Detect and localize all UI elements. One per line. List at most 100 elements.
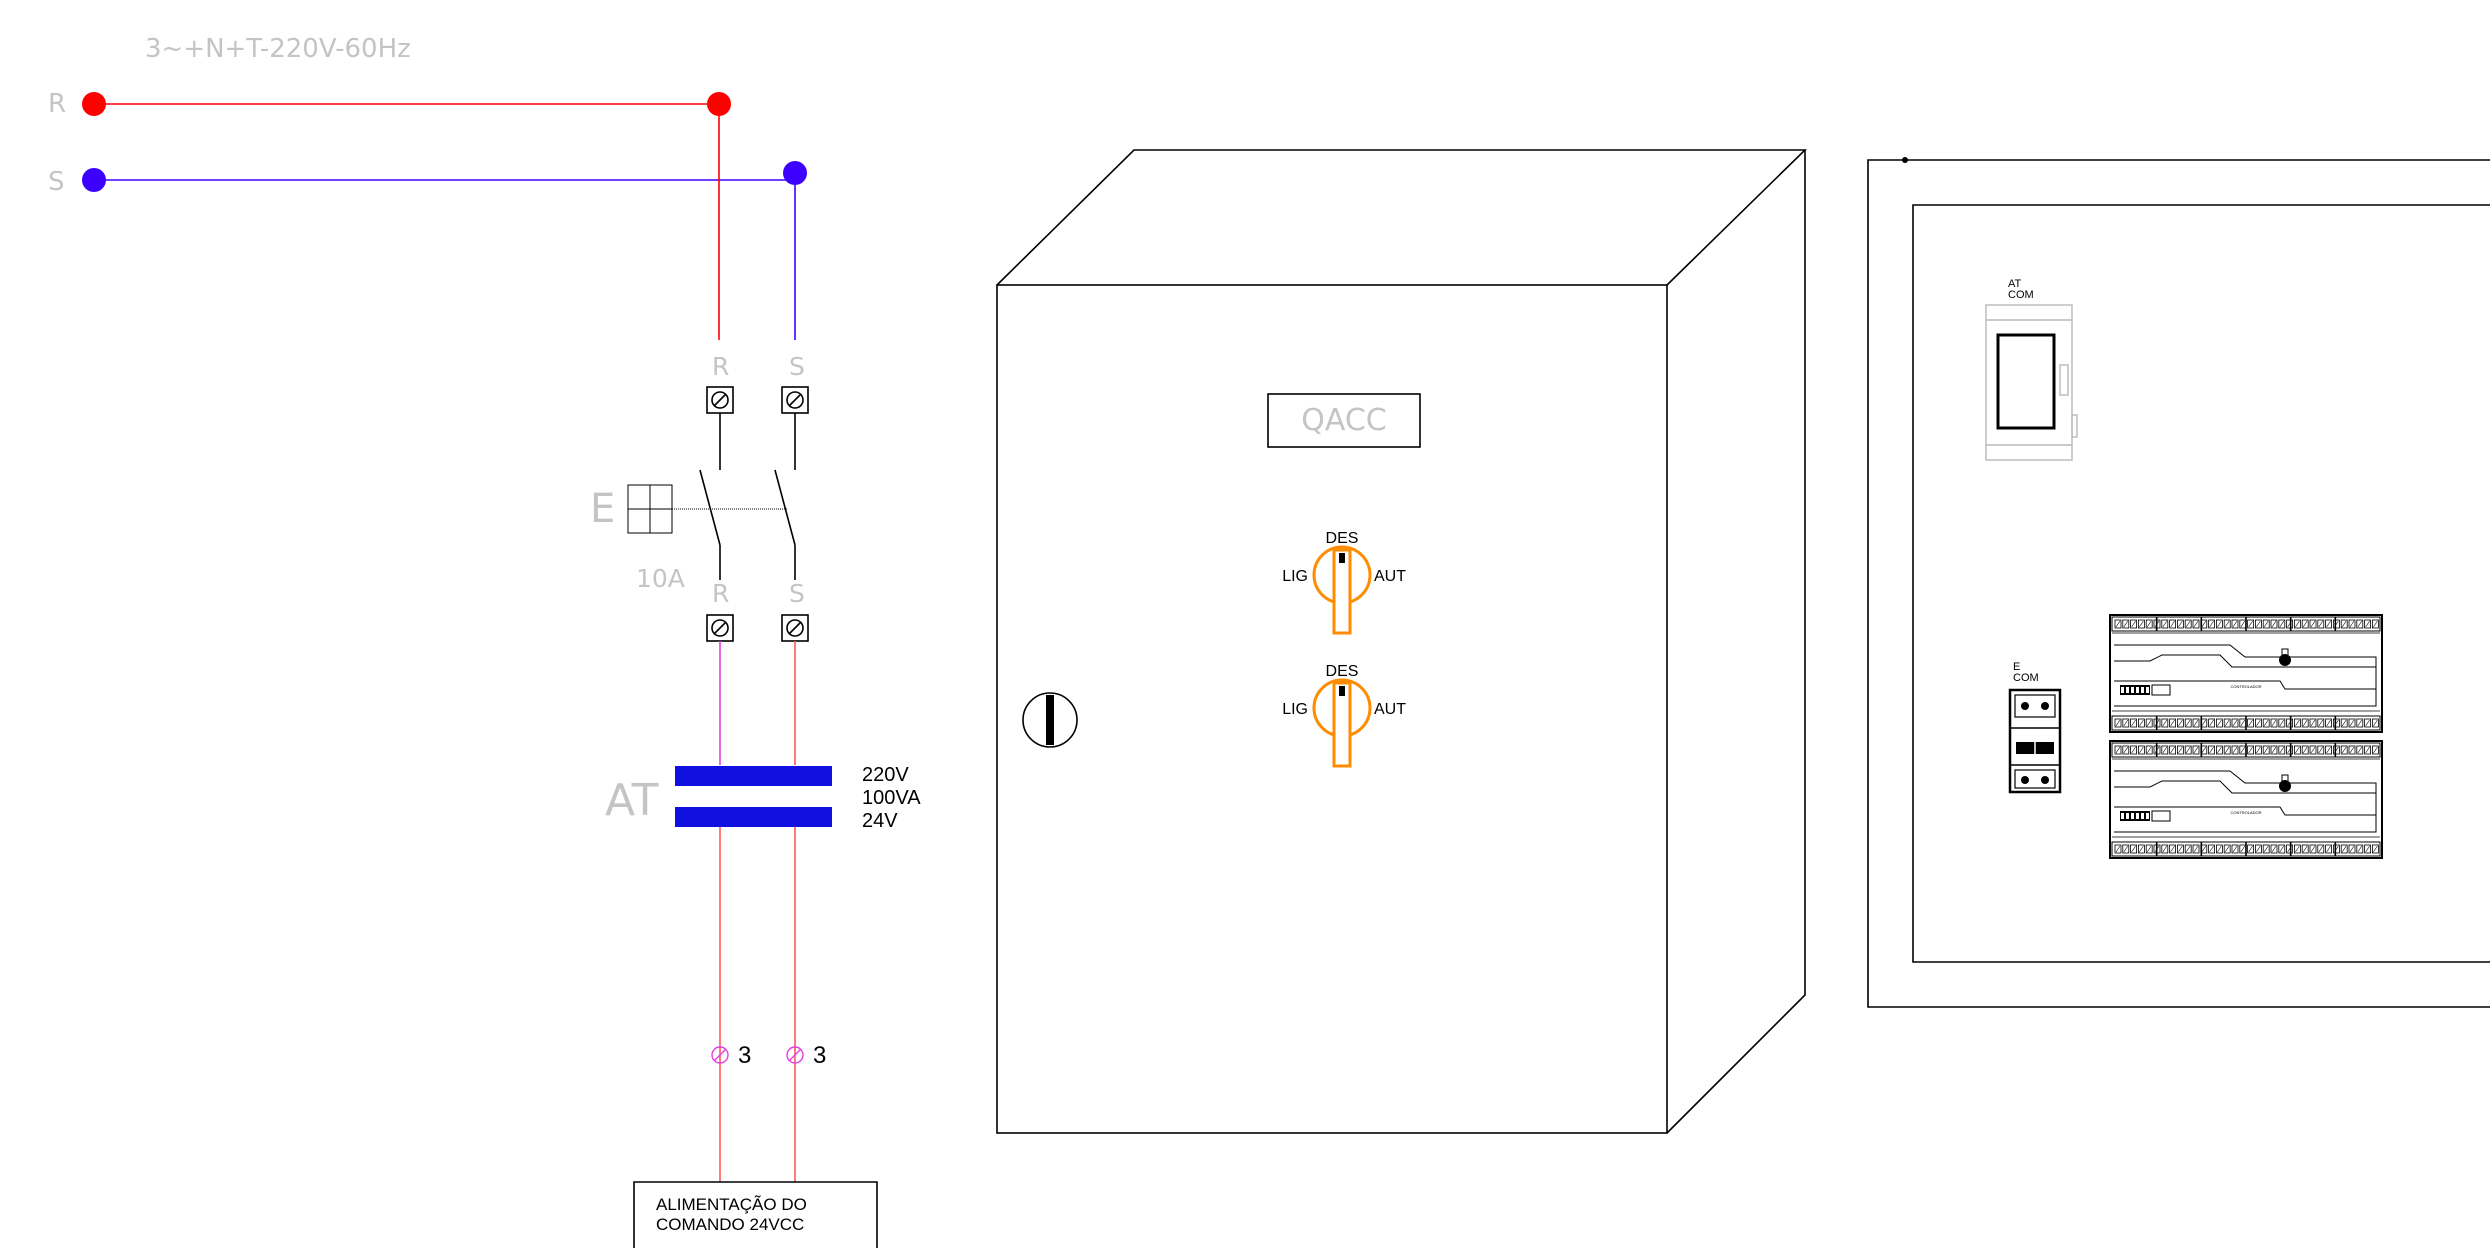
- terminal-screw: [2309, 619, 2317, 629]
- terminal-screw: [2364, 718, 2372, 728]
- panel-side-face: [1666, 150, 1806, 1134]
- door-lock-icon: [1022, 692, 1078, 748]
- terminal-screw: [2262, 619, 2270, 629]
- output-box-line2: COMANDO 24VCC: [656, 1215, 804, 1234]
- terminal-screw: [2286, 619, 2294, 629]
- panel-nameplate-text: QACC: [1301, 403, 1387, 438]
- terminal-screw: [2192, 745, 2200, 755]
- terminal-screw: [2145, 619, 2153, 629]
- terminal-bottom-s-label: S: [789, 579, 805, 608]
- terminal-screw: [2130, 619, 2138, 629]
- switch-2-position-lig: LIG: [1282, 701, 1308, 718]
- terminal-screw: [2130, 844, 2138, 854]
- terminal-screw: [2169, 718, 2177, 728]
- selector-switch-1: DES LIG AUT: [1282, 530, 1406, 635]
- terminal-screw: [2137, 619, 2145, 629]
- frame-corner-dot: [1902, 157, 1908, 163]
- interior-breaker-tag-line1: E: [2013, 661, 2020, 673]
- terminal-screw: [2332, 745, 2340, 755]
- controller-module-2: CONTROLADOR: [2109, 740, 2383, 859]
- terminal-screw: [2184, 745, 2192, 755]
- terminal-screw: [2278, 745, 2286, 755]
- terminal-screw: [2145, 718, 2153, 728]
- selector-handle-1: [1332, 548, 1352, 635]
- interior-transformer-tag-line2: COM: [2008, 289, 2034, 301]
- terminal-screw: [2325, 619, 2333, 629]
- terminal-screw: [2145, 844, 2153, 854]
- terminal-screw: [2348, 844, 2356, 854]
- terminal-screw: [2231, 844, 2239, 854]
- terminal-screw: [2364, 844, 2372, 854]
- terminal-screw: [2247, 745, 2255, 755]
- selector-handle-2: [1332, 681, 1352, 768]
- terminal-screw: [2317, 619, 2325, 629]
- transformer-primary-winding: [675, 766, 832, 786]
- terminal-screw: [2356, 619, 2364, 629]
- terminal-screw: [2208, 745, 2216, 755]
- transformer-spec-voltage-in: 220V: [862, 764, 909, 786]
- terminal-screw: [2223, 619, 2231, 629]
- terminal-screw: [2247, 718, 2255, 728]
- terminal-screw: [2262, 745, 2270, 755]
- terminal-screw: [2262, 844, 2270, 854]
- terminal-screw: [2176, 844, 2184, 854]
- panel-front-face: [996, 284, 1668, 1134]
- terminal-screw: [2301, 619, 2309, 629]
- controller-display-icon: [2120, 685, 2150, 695]
- phase-r-label: R: [48, 89, 66, 119]
- terminal-screw: [2309, 718, 2317, 728]
- switch-2-position-des: DES: [1326, 663, 1359, 680]
- terminal-screw: [2301, 745, 2309, 755]
- terminal-screw: [2348, 745, 2356, 755]
- terminal-screw: [2356, 844, 2364, 854]
- terminal-screw: [2325, 844, 2333, 854]
- terminal-screw: [2223, 745, 2231, 755]
- phase-s-start-node: [82, 168, 106, 192]
- terminal-screw: [2278, 619, 2286, 629]
- terminal-screw: [2356, 745, 2364, 755]
- terminal-screw: [2208, 619, 2216, 629]
- terminal-screw: [2348, 619, 2356, 629]
- terminal-screw: [2286, 718, 2294, 728]
- terminal-screw: [2208, 718, 2216, 728]
- terminal-screw: [2247, 844, 2255, 854]
- interior-backplate: [1912, 204, 2490, 963]
- terminal-screw: [2332, 844, 2340, 854]
- terminal-screw: [2122, 619, 2130, 629]
- terminal-screw: [2293, 718, 2301, 728]
- phase-r-start-node: [82, 92, 106, 116]
- terminal-screw: [2122, 844, 2130, 854]
- terminal-screw: [2309, 745, 2317, 755]
- terminal-screw: [2270, 745, 2278, 755]
- wire-s-number: 3: [813, 1042, 826, 1069]
- terminal-screw: [2176, 745, 2184, 755]
- terminal-screw: [2293, 619, 2301, 629]
- terminal-screw: [2130, 718, 2138, 728]
- terminal-screw: [2254, 619, 2262, 629]
- terminal-screw: [2247, 619, 2255, 629]
- terminal-screw: [2114, 745, 2122, 755]
- terminal-screw: [2231, 745, 2239, 755]
- wire-r-number: 3: [738, 1042, 751, 1069]
- terminal-screw: [2122, 718, 2130, 728]
- terminal-screw: [2192, 619, 2200, 629]
- terminal-top-s-label: S: [789, 352, 805, 381]
- breaker-rating: 10A: [636, 564, 685, 593]
- terminal-screw: [2215, 844, 2223, 854]
- terminal-screw: [2161, 844, 2169, 854]
- terminal-screw: [2231, 619, 2239, 629]
- terminal-screw: [2184, 619, 2192, 629]
- terminal-bottom-s-icon: [781, 614, 809, 642]
- controller-display-icon: [2120, 811, 2150, 821]
- terminal-screw: [2325, 718, 2333, 728]
- terminal-screw: [2169, 745, 2177, 755]
- selector-switch-2: DES LIG AUT: [1282, 663, 1406, 768]
- switch-2-position-aut: AUT: [1374, 701, 1406, 718]
- phase-s-tap-node: [783, 161, 807, 185]
- terminal-screw: [2161, 718, 2169, 728]
- terminal-screw: [2278, 718, 2286, 728]
- terminal-screw: [2278, 844, 2286, 854]
- terminal-screw: [2340, 844, 2348, 854]
- terminal-screw: [2293, 844, 2301, 854]
